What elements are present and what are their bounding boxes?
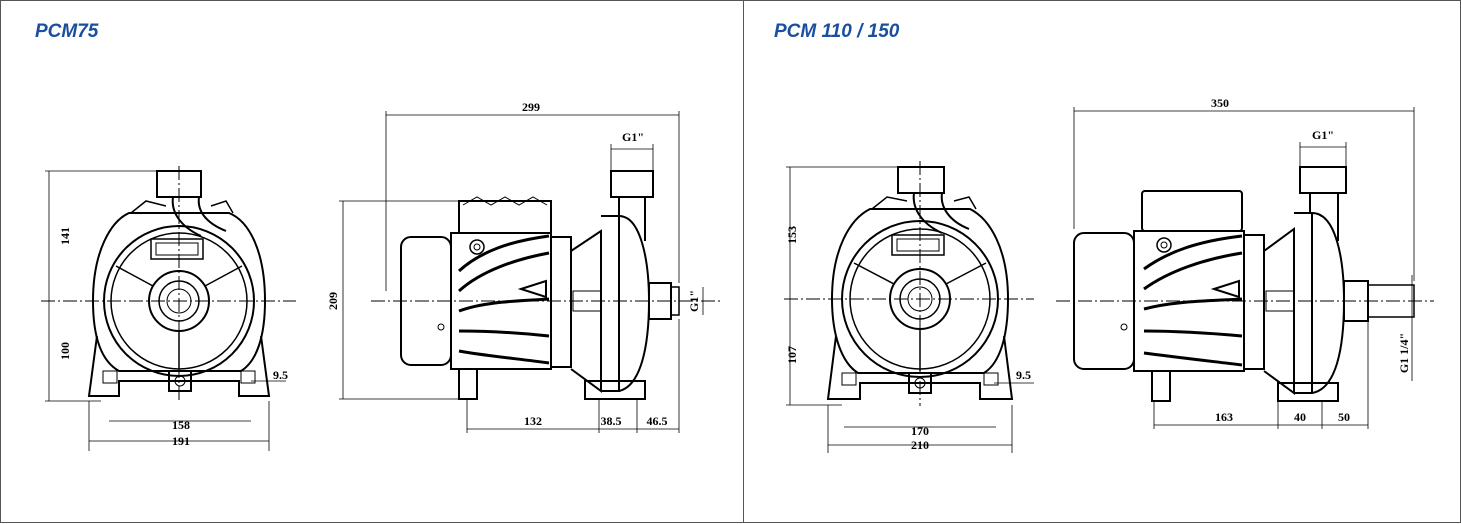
dim-total-length: 299 [522,100,540,114]
panel-title: PCM 110 / 150 [774,21,900,42]
dim-height-bottom: 107 [785,346,799,364]
dim-inlet-face: 40 [1294,410,1306,424]
pcm75-side-view: 299 G1" 209 G1" 132 38.5 46.5 [326,100,721,433]
dim-side-height: 209 [326,292,340,310]
dim-foot-outer: 210 [911,438,929,452]
dim-foot-hole: 9.5 [1016,368,1031,382]
dim-foot-inner: 158 [172,418,190,432]
pcm75-drawing: 141 100 158 191 9.5 [41,100,721,451]
drawing-panel-pcm110-150: PCM 110 / 150 [744,0,1461,523]
dim-height-bottom: 100 [58,342,72,360]
dim-inlet-thread: G1" [687,290,701,312]
dim-outlet-thread: G1" [1312,128,1334,142]
pcm75-front-view: 141 100 158 191 9.5 [41,166,296,451]
dim-height-top: 153 [785,226,799,244]
panel-title: PCM75 [35,21,99,42]
drawing-panel-pcm75: PCM75 [0,0,744,523]
pcm110-front-view: 153 107 170 210 9.5 [784,161,1034,453]
dim-inlet-thread: G1 1/4" [1397,333,1411,373]
dim-foot-to-inlet: 132 [524,414,542,428]
dim-foot-outer: 191 [172,434,190,448]
dim-inlet-face: 38.5 [601,414,622,428]
dim-foot-to-inlet: 163 [1215,410,1233,424]
dim-outlet-thread: G1" [622,130,644,144]
dim-inlet-length: 50 [1338,410,1350,424]
dim-total-length: 350 [1211,96,1229,110]
dim-inlet-length: 46.5 [647,414,668,428]
dim-height-top: 141 [58,227,72,245]
dim-foot-hole: 9.5 [273,368,288,382]
dim-foot-inner: 170 [911,424,929,438]
pcm110-side-view: 350 G1" G1 1/4" 163 40 50 [1056,96,1434,429]
pcm110-150-drawing: 153 107 170 210 9.5 [784,96,1434,453]
